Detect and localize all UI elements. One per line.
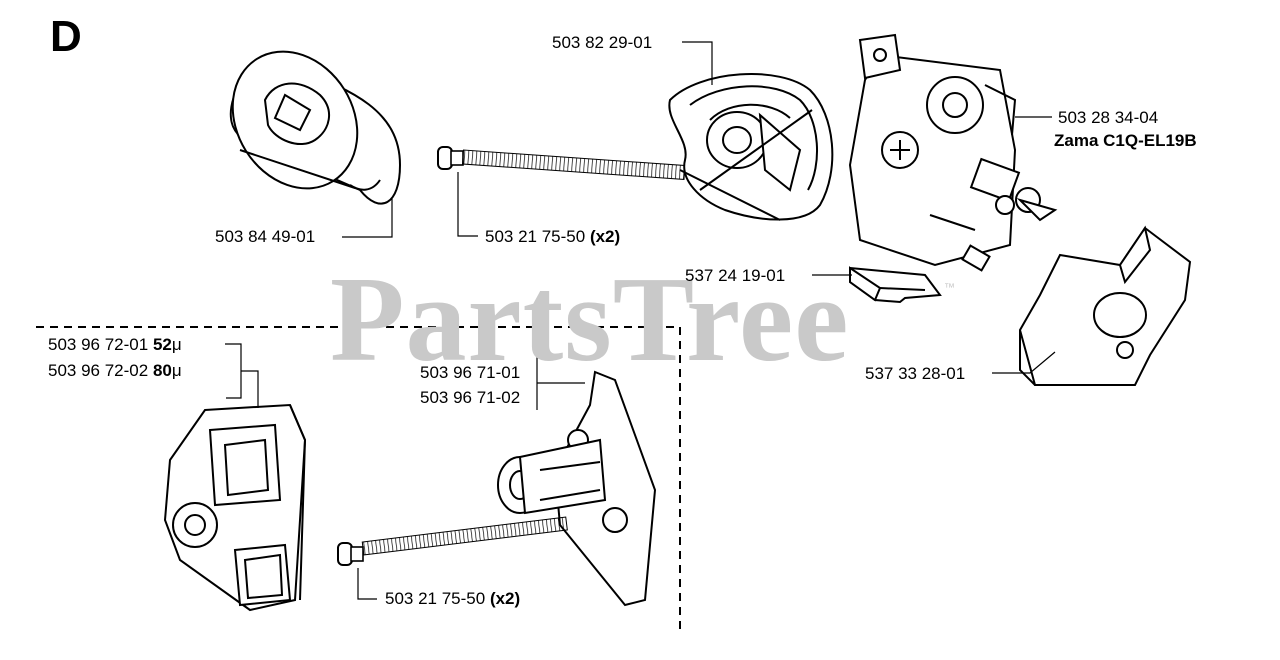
callout-screw-bottom-qty: (x2) bbox=[489, 589, 521, 608]
callout-filter-b-size: 80 bbox=[152, 361, 172, 380]
callout-filter-a-unit: μ bbox=[171, 335, 182, 354]
partstree-watermark: PartsTree bbox=[330, 252, 850, 387]
carb-cover-part bbox=[668, 73, 834, 221]
callout-screw-top-number: 503 21 75-50 bbox=[485, 227, 586, 246]
section-letter: D bbox=[50, 12, 82, 61]
callout-holder-a[interactable]: 503 96 71-01 bbox=[420, 363, 521, 382]
carburetor-part bbox=[848, 33, 1058, 272]
callout-filter-a-size: 52 bbox=[152, 335, 172, 354]
callout-filter-b[interactable]: 503 96 72-02 80μ bbox=[48, 361, 182, 381]
callout-screw-bottom[interactable]: 503 21 75-50 (x2) bbox=[385, 589, 520, 609]
intake-boot-part bbox=[229, 50, 402, 205]
watermark-trademark: ™ bbox=[944, 282, 955, 294]
carburetor-model-label: Zama C1Q-EL19B bbox=[1054, 131, 1197, 150]
small-block-part bbox=[849, 266, 942, 304]
callout-screw-bottom-number: 503 21 75-50 bbox=[385, 589, 486, 608]
callout-screw-top[interactable]: 503 21 75-50 (x2) bbox=[485, 227, 620, 247]
callout-screw-top-qty: (x2) bbox=[589, 227, 621, 246]
callout-mounting-plate[interactable]: 537 33 28-01 bbox=[865, 364, 966, 383]
callout-holder-b[interactable]: 503 96 71-02 bbox=[420, 388, 521, 407]
callout-intake-boot[interactable]: 503 84 49-01 bbox=[215, 227, 316, 246]
leader-lines bbox=[225, 41, 1056, 600]
callout-filter-b-unit: μ bbox=[171, 361, 182, 380]
callout-small-block[interactable]: 537 24 19-01 bbox=[685, 266, 786, 285]
kit-separator bbox=[36, 326, 681, 630]
callout-filter-b-number: 503 96 72-02 bbox=[48, 361, 149, 380]
callout-carb-cover[interactable]: 503 82 29-01 bbox=[552, 33, 653, 52]
screw-bottom-part bbox=[337, 516, 568, 566]
callout-filter-a[interactable]: 503 96 72-01 52μ bbox=[48, 335, 182, 355]
filter-holder-part bbox=[497, 370, 657, 607]
mounting-plate-part bbox=[1018, 225, 1192, 386]
screw-top-part bbox=[437, 146, 686, 181]
callout-filter-a-number: 503 96 72-01 bbox=[48, 335, 149, 354]
air-filter-part bbox=[163, 403, 307, 612]
callout-carburetor[interactable]: 503 28 34-04 bbox=[1058, 108, 1159, 127]
